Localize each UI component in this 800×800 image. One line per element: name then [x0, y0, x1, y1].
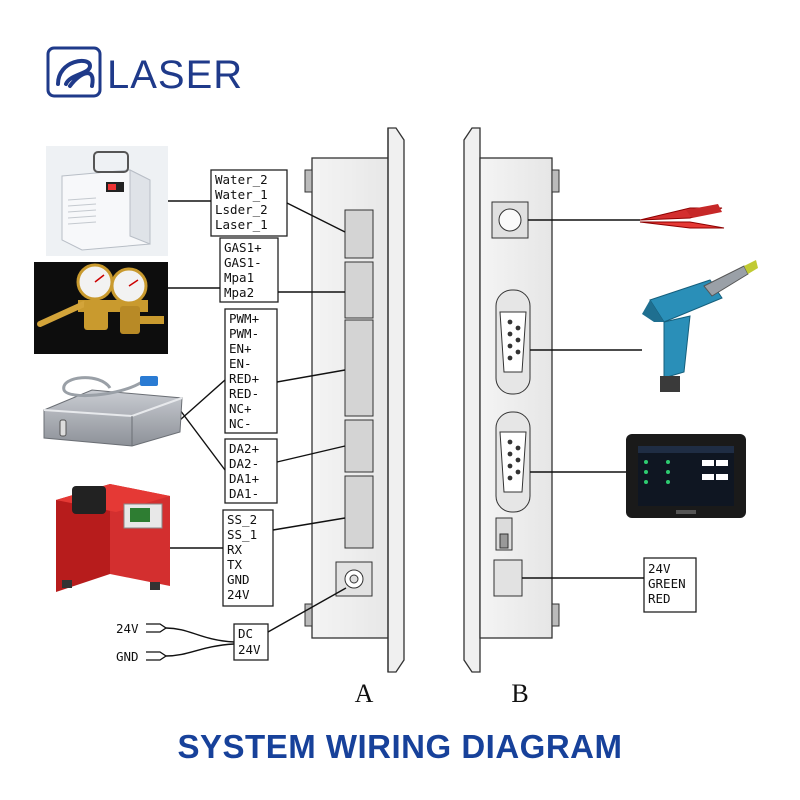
pin-label: Lsder_2 [215, 202, 268, 217]
logo-frame-icon [46, 46, 102, 98]
panel-b-label: B [511, 679, 528, 708]
wire-gnd [165, 643, 235, 657]
pin-label: GAS1- [224, 255, 262, 270]
pin-label: GAS1+ [224, 240, 262, 255]
pin-label: DA2+ [229, 441, 259, 456]
connector-water [344, 209, 374, 259]
terminal-block-pwm: PWM+ PWM- EN+ EN- RED+ RED- NC+ NC- [224, 308, 278, 434]
db9-screen-port [495, 411, 531, 513]
terminal-block-gas: GAS1+ GAS1- Mpa1 Mpa2 [219, 237, 279, 303]
wire-feeder-icon [56, 484, 170, 592]
connector-da [344, 419, 374, 473]
connector-serial [344, 475, 374, 549]
gas-regulator-icon [34, 262, 168, 354]
brand-name: LASER [107, 53, 243, 97]
pin-label: PWM+ [229, 311, 259, 326]
wire-da-connector [276, 445, 346, 463]
wires [165, 200, 644, 657]
pin-label: EN- [229, 356, 252, 371]
lead-label-24v: 24V [116, 621, 139, 636]
pin-label: GREEN [648, 576, 686, 591]
fork-terminal-icon [146, 623, 168, 633]
pin-label: TX [227, 557, 243, 572]
pin-label: Mpa2 [224, 285, 254, 300]
pin-label: RED [648, 591, 671, 606]
pin-label: Mpa1 [224, 270, 254, 285]
wire-laser-source [179, 409, 226, 471]
panel-a: A [304, 127, 405, 708]
power-leads: 24V GND [116, 621, 168, 664]
terminal-block-dc: DC 24V [233, 623, 269, 661]
pin-label: DA1+ [229, 471, 259, 486]
brand-logo: LASER [46, 46, 243, 98]
fork-terminal-icon [146, 651, 168, 661]
pin-label: 24V [648, 561, 671, 576]
chiller-unit-icon [46, 146, 168, 256]
pin-label: SS_1 [227, 527, 257, 542]
pin-label: SS_2 [227, 512, 257, 527]
pin-label: PWM- [229, 326, 259, 341]
pin-label: Laser_1 [215, 217, 268, 232]
pin-label: RED- [229, 386, 259, 401]
pin-label: Water_1 [215, 187, 268, 202]
terminal-block-water: Water_2 Water_1 Lsder_2 Laser_1 [210, 169, 288, 237]
terminal-block-da: DA2+ DA2- DA1+ DA1- [224, 438, 278, 504]
pin-label: NC- [229, 416, 252, 431]
led-port [493, 559, 523, 597]
panel-a-label: A [355, 679, 374, 708]
pin-label: GND [227, 572, 250, 587]
pin-label: NC+ [229, 401, 252, 416]
pin-label: 24V [227, 587, 250, 602]
pin-label: 24V [238, 642, 261, 657]
wire-serial-connector [272, 517, 346, 531]
panel-b: B [463, 127, 560, 708]
terminal-block-serial: SS_2 SS_1 RX TX GND 24V [222, 509, 274, 607]
pin-label: Water_2 [215, 172, 268, 187]
diagram-title: SYSTEM WIRING DIAGRAM [177, 728, 623, 765]
pin-label: RED+ [229, 371, 259, 386]
pin-label: DA1- [229, 486, 259, 501]
pin-label: DA2- [229, 456, 259, 471]
wire-water-connector [286, 202, 346, 233]
laser-source-icon [43, 376, 183, 447]
touch-screen-icon [626, 434, 746, 518]
wire-pwm-connector [276, 369, 346, 383]
ground-clamp-icon [639, 204, 725, 229]
lead-label-gnd: GND [116, 649, 139, 664]
wire-laser-source-2 [179, 379, 226, 421]
terminal-block-led: 24V GREEN RED [643, 557, 697, 613]
wire-24v [165, 627, 235, 643]
wire-dc-connector [267, 587, 347, 633]
welding-gun-icon [642, 260, 758, 392]
pin-label: EN+ [229, 341, 252, 356]
pin-label: DC [238, 626, 253, 641]
connector-pwm [344, 319, 374, 417]
logo-swoosh-icon [56, 58, 95, 88]
pin-label: RX [227, 542, 243, 557]
connector-gas [344, 261, 374, 319]
db9-gun-port [495, 289, 531, 395]
